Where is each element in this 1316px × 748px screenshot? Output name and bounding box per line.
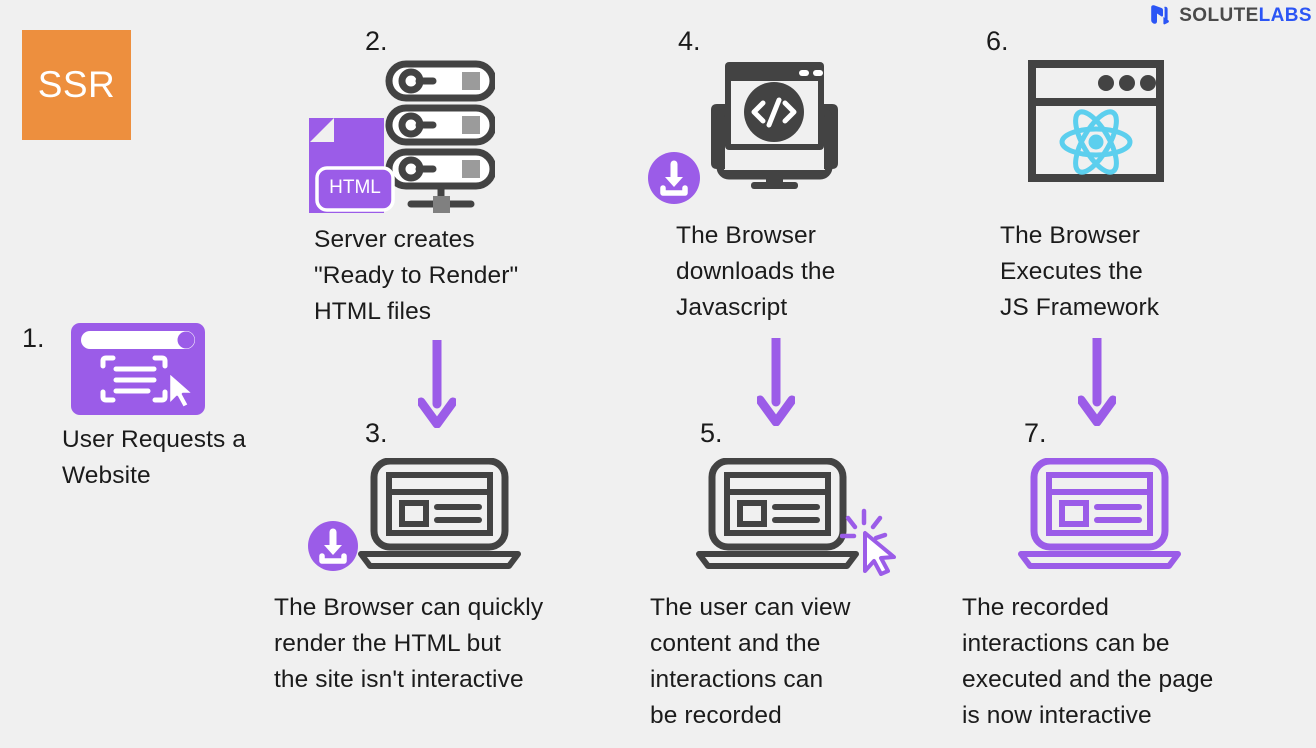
step-4-number: 4. <box>678 26 701 56</box>
step-7-number: 7. <box>1024 418 1047 448</box>
arrow-step2-to-step3 <box>416 335 458 433</box>
step-1-number: 1. <box>22 323 45 353</box>
brand-name-part1: SOLUTE <box>1179 4 1259 26</box>
download-badge-icon <box>308 521 358 571</box>
ssr-badge-label: SSR <box>37 64 116 105</box>
step-6-icon <box>1028 60 1164 182</box>
step-7-caption: The recorded interactions can be execute… <box>962 594 1214 729</box>
down-arrow-icon <box>1076 333 1118 427</box>
server-rack-icon <box>309 60 497 213</box>
step-4-icon <box>703 62 846 189</box>
solutelabs-mark-icon <box>1151 5 1170 25</box>
ssr-badge: SSR <box>22 30 131 140</box>
brand-name: SOLUTELABS <box>1179 6 1312 25</box>
brand-name-part2: LABS <box>1258 4 1312 26</box>
step-1-caption: User Requests a Website <box>62 426 246 489</box>
html-file-label: HTML <box>329 177 381 198</box>
laptop-dark-icon <box>358 457 521 569</box>
step-5-number: 5. <box>700 418 723 448</box>
down-arrow-icon <box>416 335 458 429</box>
step-2-icon <box>305 58 497 213</box>
step-2-caption: Server creates "Ready to Render" HTML fi… <box>314 226 519 325</box>
step-5-caption: The user can view content and the intera… <box>650 594 851 729</box>
cursor-click-icon <box>839 508 896 576</box>
monitor-code-icon <box>711 62 838 189</box>
step-3-number: 3. <box>365 418 388 448</box>
browser-window-purple-icon <box>71 323 205 415</box>
html-file-icon <box>309 118 395 213</box>
step-1-icon <box>70 322 206 416</box>
step-6-number: 6. <box>986 26 1009 56</box>
step-4-caption: The Browser downloads the Javascript <box>676 222 836 321</box>
step-4-download-badge <box>648 152 700 209</box>
down-arrow-icon <box>755 333 797 427</box>
step-2-number: 2. <box>365 26 388 56</box>
browser-react-icon <box>1028 60 1164 182</box>
laptop-dark-icon <box>696 457 859 569</box>
step-5-icon <box>695 457 860 570</box>
step-3-icon <box>357 457 522 570</box>
step-3-caption: The Browser can quickly render the HTML … <box>274 594 544 693</box>
step-6-caption: The Browser Executes the JS Framework <box>1000 222 1160 321</box>
arrow-step4-to-step5 <box>755 333 797 431</box>
arrow-step6-to-step7 <box>1076 333 1118 431</box>
step-5-cursor-click <box>839 505 905 577</box>
step-3-download-badge <box>308 521 358 576</box>
download-badge-icon <box>648 152 700 204</box>
step-7-icon <box>1017 457 1182 570</box>
laptop-purple-icon <box>1018 457 1181 569</box>
brand-logo: SOLUTELABS <box>1148 2 1312 28</box>
